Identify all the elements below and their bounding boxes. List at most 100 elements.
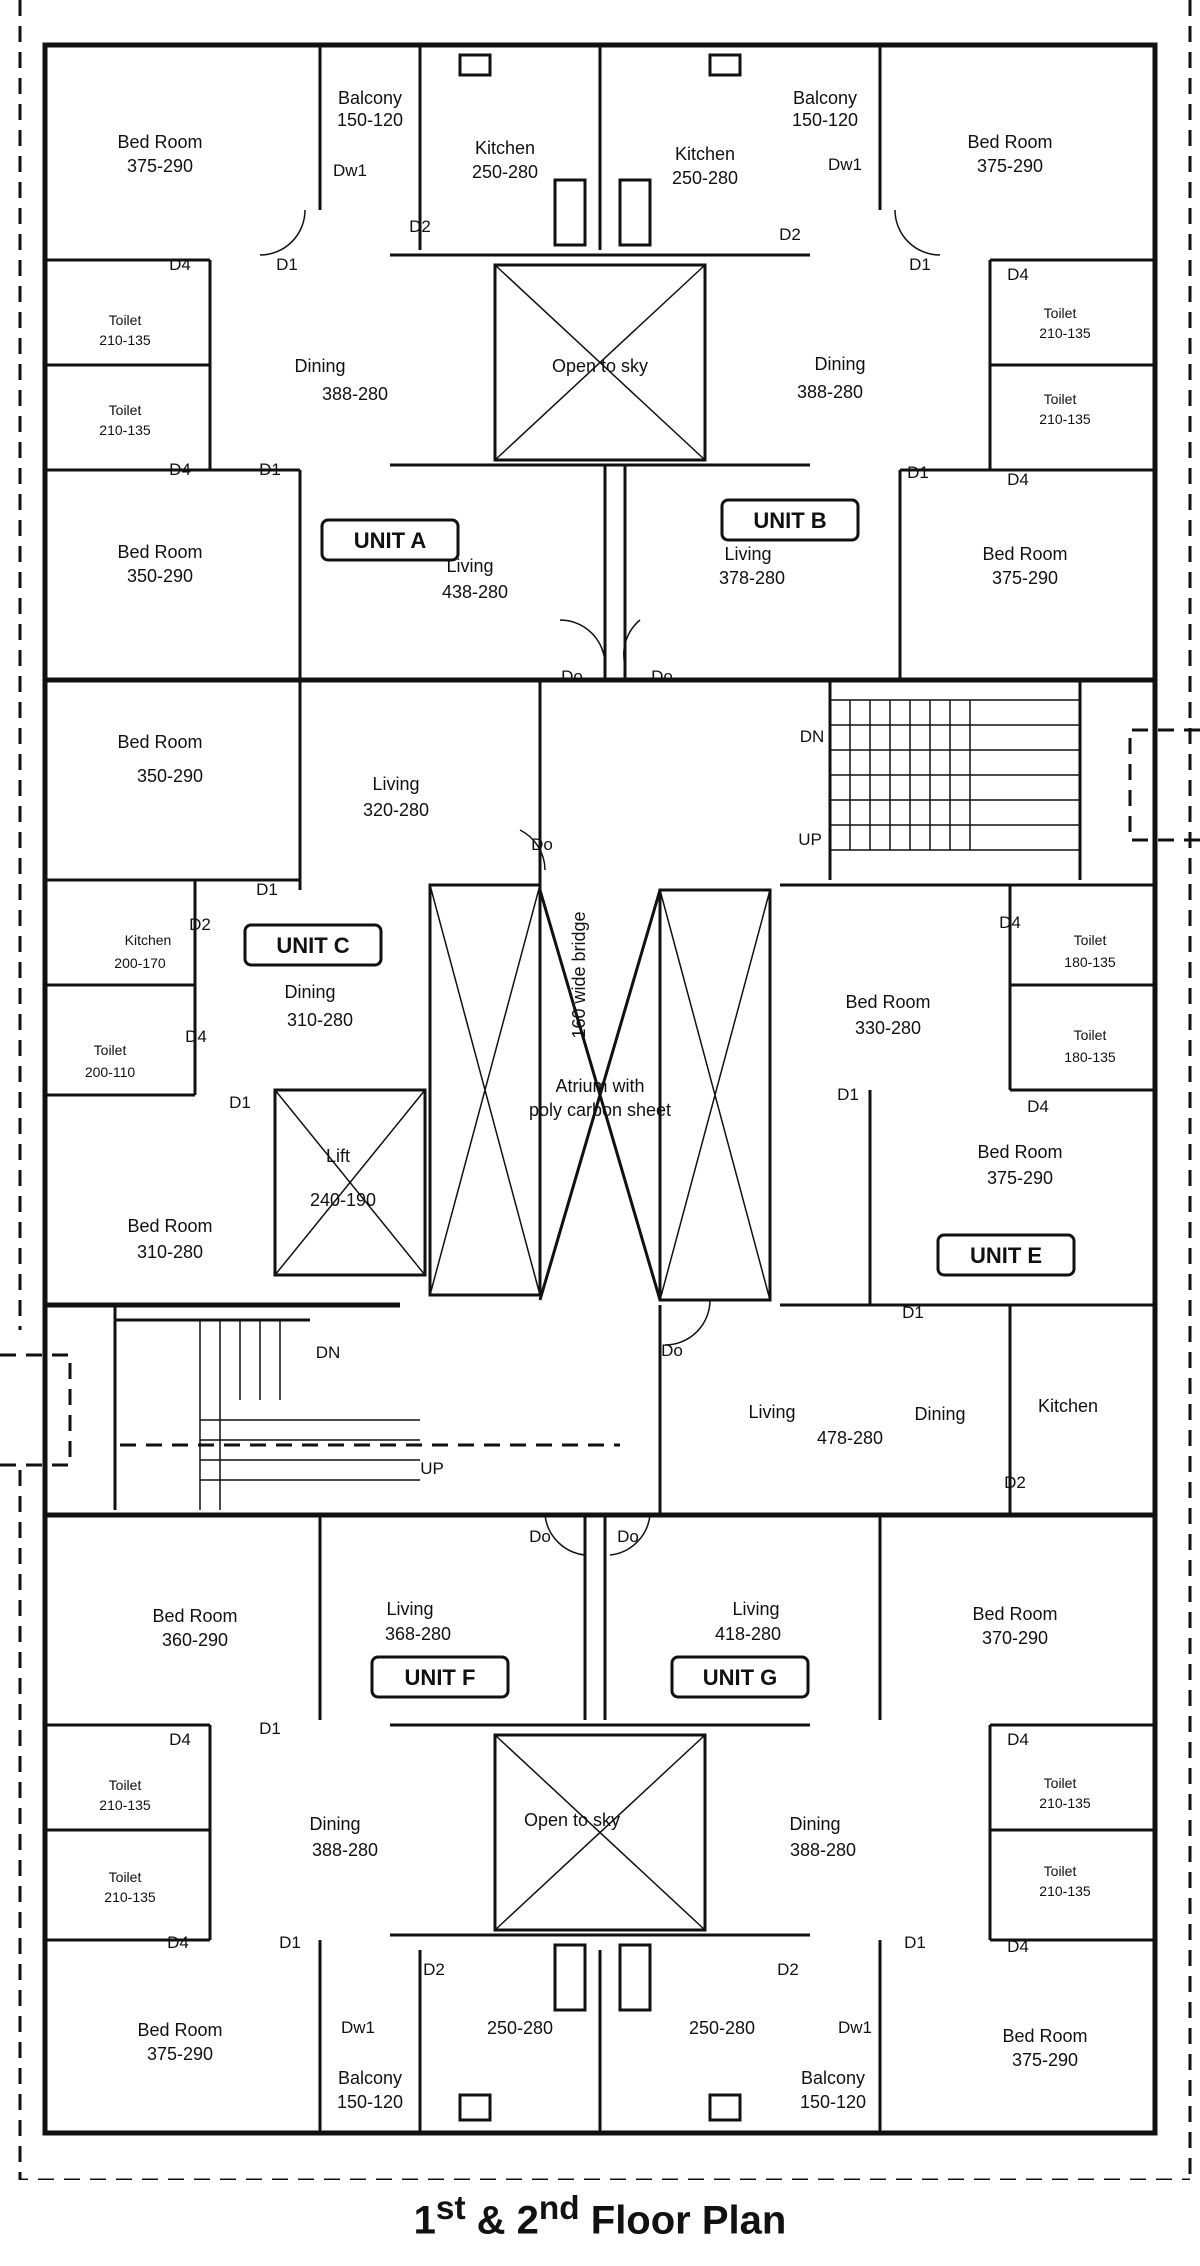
- room-label: Living: [748, 1402, 795, 1422]
- unit-e-label: UNIT E: [936, 1233, 1076, 1277]
- door-tag: D4: [169, 1730, 191, 1749]
- unit-f-rooms: Bed Room 360-290 Living 368-280 Toilet 2…: [99, 1599, 620, 2112]
- room-label: Bed Room: [117, 732, 202, 752]
- room-label: Toilet: [1044, 1863, 1077, 1879]
- room-dim: 388-280: [797, 382, 863, 402]
- room-label: Toilet: [109, 1777, 142, 1793]
- door-tag: Dw1: [828, 155, 862, 174]
- unit-f-label: UNIT F: [370, 1655, 510, 1699]
- door-tag: D4: [1007, 470, 1029, 489]
- door-tag: Do: [561, 667, 583, 686]
- room-dim: 210-135: [99, 332, 151, 348]
- room-dim: 150-120: [800, 2092, 866, 2112]
- room-label: Kitchen: [475, 138, 535, 158]
- room-label: Living: [372, 774, 419, 794]
- unit-b-label: UNIT B: [720, 498, 860, 542]
- room-dim: 210-135: [99, 1797, 151, 1813]
- room-dim: 210-135: [104, 1889, 156, 1905]
- room-label: Toilet: [109, 312, 142, 328]
- unit-a-rooms: Bed Room 375-290 Balcony 150-120 Kitchen…: [99, 88, 648, 602]
- room-dim: 310-280: [287, 1010, 353, 1030]
- unit-f-text: UNIT F: [405, 1665, 476, 1690]
- unit-a-text: UNIT A: [354, 528, 427, 553]
- room-label: Dining: [294, 356, 345, 376]
- atrium-label: Atrium with: [555, 1076, 644, 1096]
- door-tag: D4: [169, 255, 191, 274]
- door-tag: Do: [529, 1527, 551, 1546]
- room-dim: 388-280: [322, 384, 388, 404]
- room-label: Balcony: [338, 88, 402, 108]
- title-part: Floor Plan: [579, 2198, 787, 2243]
- door-tag: D4: [1027, 1097, 1049, 1116]
- room-label: Kitchen: [675, 144, 735, 164]
- unit-b-text: UNIT B: [753, 508, 826, 533]
- door-tag: D4: [1007, 1730, 1029, 1749]
- room-dim: 150-120: [337, 2092, 403, 2112]
- room-dim: 150-120: [337, 110, 403, 130]
- room-dim: 250-280: [689, 2018, 755, 2038]
- room-label: Toilet: [1044, 391, 1077, 407]
- door-tag: D1: [902, 1303, 924, 1322]
- door-tag: UP: [420, 1459, 444, 1478]
- room-dim: 438-280: [442, 582, 508, 602]
- door-tag: D1: [276, 255, 298, 274]
- unit-g-rooms: Bed Room 370-290 Living 418-280 Toilet 2…: [689, 1599, 1091, 2112]
- door-swings: [259, 209, 941, 1556]
- room-label: Bed Room: [972, 1604, 1057, 1624]
- room-dim: 310-280: [137, 1242, 203, 1262]
- room-dim: 250-280: [487, 2018, 553, 2038]
- room-label: Dining: [814, 354, 865, 374]
- room-dim: 180-135: [1064, 954, 1116, 970]
- room-dim: 375-290: [992, 568, 1058, 588]
- door-tag: DN: [800, 727, 825, 746]
- room-dim: 210-135: [99, 422, 151, 438]
- room-label: Balcony: [338, 2068, 402, 2088]
- room-dim: 418-280: [715, 1624, 781, 1644]
- door-tag: Do: [661, 1341, 683, 1360]
- door-tag: D1: [909, 255, 931, 274]
- door-tag: Do: [617, 1527, 639, 1546]
- room-label: Living: [732, 1599, 779, 1619]
- room-label: Toilet: [1074, 1027, 1107, 1043]
- unit-a-label: UNIT A: [320, 518, 460, 562]
- door-tag: D1: [229, 1093, 251, 1112]
- door-tag: DN: [316, 1343, 341, 1362]
- room-label: Living: [724, 544, 771, 564]
- room-label: Lift: [326, 1146, 350, 1166]
- door-tag: D1: [904, 1933, 926, 1952]
- room-dim: 375-290: [977, 156, 1043, 176]
- room-label: Toilet: [94, 1042, 127, 1058]
- door-tag: D4: [169, 460, 191, 479]
- unit-g-text: UNIT G: [703, 1665, 778, 1690]
- door-tag: D2: [779, 225, 801, 244]
- room-label: Open to sky: [524, 1810, 620, 1830]
- room-dim: 368-280: [385, 1624, 451, 1644]
- room-label: Kitchen: [125, 932, 172, 948]
- room-dim: 388-280: [312, 1840, 378, 1860]
- title-sup: nd: [538, 2190, 580, 2227]
- room-dim: 210-135: [1039, 1795, 1091, 1811]
- room-label: Toilet: [1044, 1775, 1077, 1791]
- door-tag: D1: [259, 460, 281, 479]
- door-tag: Do: [531, 835, 553, 854]
- middle-walls: [45, 680, 1155, 1515]
- door-tag: Dw1: [341, 2018, 375, 2037]
- door-tag: D2: [1004, 1473, 1026, 1492]
- room-dim: 250-280: [672, 168, 738, 188]
- room-dim: 250-280: [472, 162, 538, 182]
- room-label: Bed Room: [117, 132, 202, 152]
- door-tag: Dw1: [838, 2018, 872, 2037]
- room-label: Bed Room: [152, 1606, 237, 1626]
- room-dim: 210-135: [1039, 411, 1091, 427]
- door-tag: UP: [798, 830, 822, 849]
- title-sup: st: [435, 2190, 466, 2227]
- plan-title-bar: 1st & 2nd Floor Plan: [0, 2180, 1200, 2250]
- door-tag: Do: [651, 667, 673, 686]
- room-label: Dining: [309, 1814, 360, 1834]
- room-label: Bed Room: [977, 1142, 1062, 1162]
- room-label: Dining: [284, 982, 335, 1002]
- room-label: Kitchen: [1038, 1396, 1098, 1416]
- plan-title: 1st & 2nd Floor Plan: [414, 2190, 787, 2243]
- room-label: Balcony: [801, 2068, 865, 2088]
- room-label: Living: [446, 556, 493, 576]
